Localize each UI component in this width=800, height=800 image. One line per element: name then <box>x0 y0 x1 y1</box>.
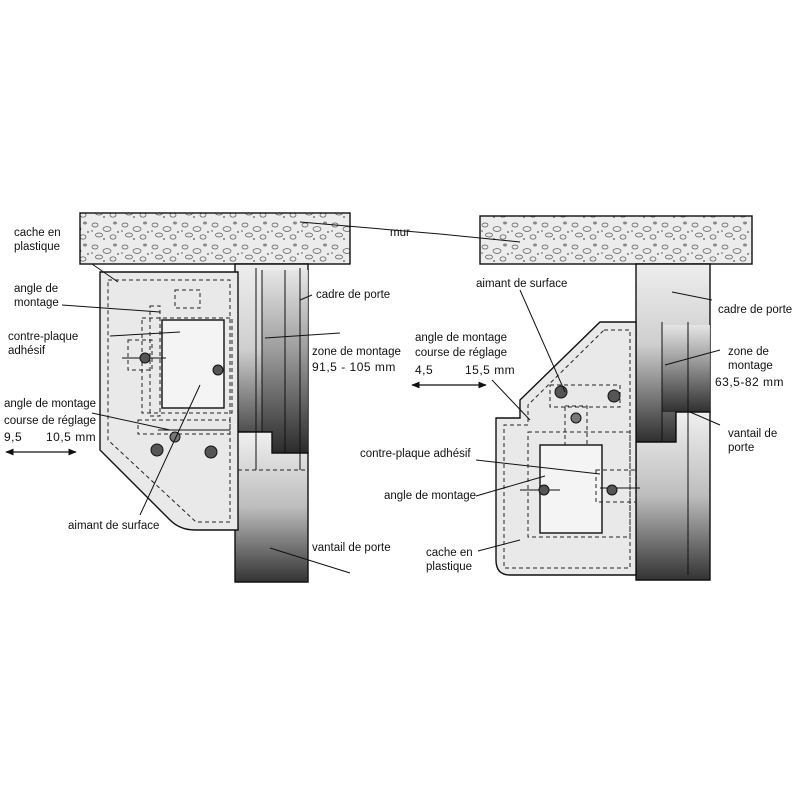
right-door-leaf <box>635 411 711 581</box>
left-vantail-label: vantail de porte <box>312 542 391 554</box>
right-course-label-2: course de réglage <box>415 347 507 359</box>
right-aimant-label: aimant de surface <box>476 278 567 290</box>
left-range-min: 9,5 <box>4 430 22 444</box>
right-zone-label-1: zone de <box>728 346 769 358</box>
right-drawing <box>411 215 753 581</box>
right-zone-label-2: montage <box>728 360 773 372</box>
left-wall <box>79 212 351 265</box>
left-mounting-angle <box>141 317 233 414</box>
left-cache-label-1: cache en <box>14 227 61 239</box>
left-range-max: 10,5 mm <box>46 430 96 444</box>
right-cache-label-2: plastique <box>426 561 472 573</box>
right-angle-label: angle de montage <box>384 490 476 502</box>
right-course-label-1: angle de montage <box>415 332 507 344</box>
left-course-label-2: course de réglage <box>4 415 96 427</box>
right-mounting-angle <box>527 431 631 538</box>
left-angle-label-2: montage <box>14 297 59 309</box>
right-vantail-label-1: vantail de <box>728 428 777 440</box>
left-contre-label-2: adhésif <box>8 345 46 357</box>
right-wall <box>479 215 753 265</box>
left-aimant-label: aimant de surface <box>68 520 159 532</box>
left-cadre-label: cadre de porte <box>316 289 390 301</box>
right-vantail-label-2: porte <box>728 442 754 454</box>
right-range-min: 4,5 <box>415 363 433 377</box>
left-contre-label-1: contre-plaque <box>8 331 78 343</box>
right-zone-label-3: 63,5-82 mm <box>715 375 784 389</box>
left-zone-label-2: 91,5 - 105 mm <box>312 360 396 374</box>
left-drawing <box>5 212 441 583</box>
right-cache-label-1: cache en <box>426 547 473 559</box>
left-cache-label-2: plastique <box>14 241 60 253</box>
left-zone-label-1: zone de montage <box>312 346 401 358</box>
right-cadre-label: cadre de porte <box>718 304 792 316</box>
right-contre-label: contre-plaque adhésif <box>360 448 471 460</box>
left-angle-label-1: angle de <box>14 283 58 295</box>
left-course-label-1: angle de montage <box>4 398 96 410</box>
mur-label: mur <box>390 227 410 239</box>
right-magnet-block <box>539 444 603 534</box>
left-magnet-block <box>161 319 225 409</box>
left-door-leaf <box>234 431 309 583</box>
left-labels: cache en plastique angle de montage cont… <box>4 227 410 554</box>
right-range-max: 15,5 mm <box>465 363 515 377</box>
right-labels: aimant de surface cadre de porte angle d… <box>360 278 792 573</box>
